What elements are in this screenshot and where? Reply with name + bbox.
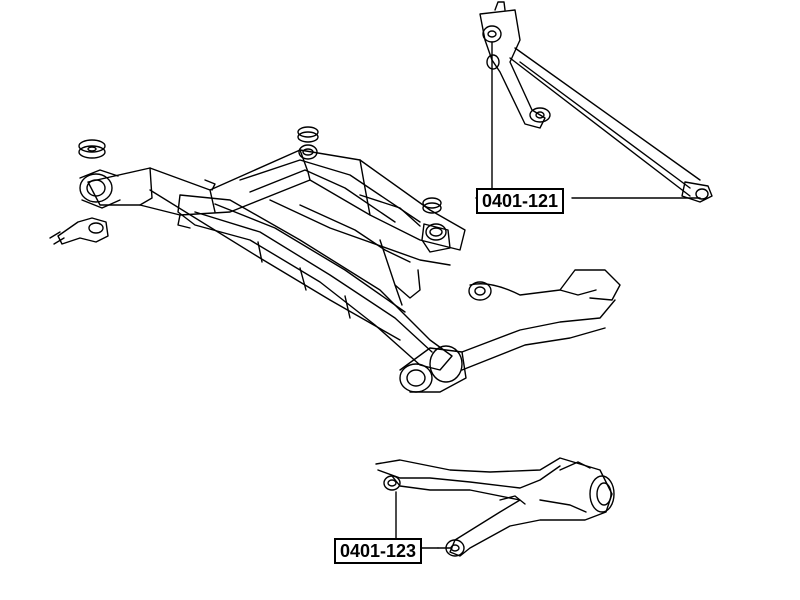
- part-number-0401-121[interactable]: 0401-121: [476, 188, 565, 214]
- leader-lines: [395, 41, 701, 549]
- trailing-arm-drawing: [479, 1, 713, 203]
- part-number-0401-123[interactable]: 0401-123: [334, 538, 423, 564]
- rear-subframe-drawing: [49, 126, 621, 393]
- lower-control-arm-drawing: [375, 457, 615, 557]
